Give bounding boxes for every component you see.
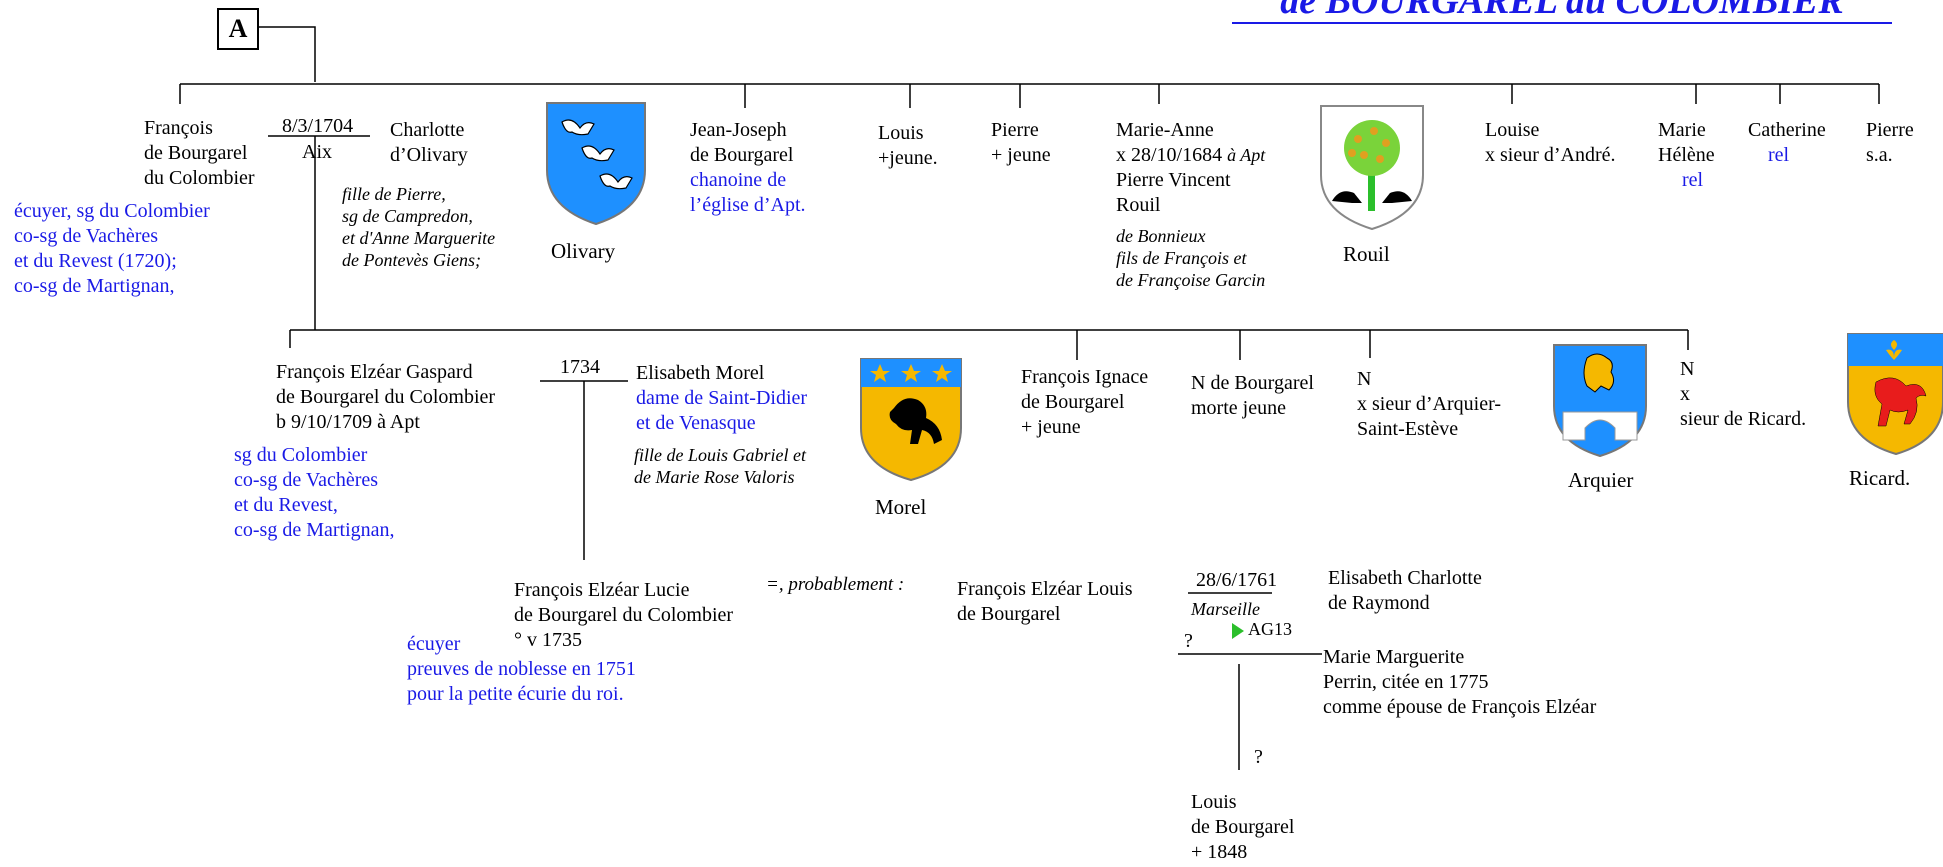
rouil-label: Rouil — [1343, 242, 1390, 266]
person-n-arquier: N x sieur d’Arquier- Saint-Estève — [1357, 368, 1501, 440]
morel-label: Morel — [875, 495, 927, 519]
person-francois-elzear-gaspard: François Elzéar Gaspard de Bourgarel du … — [276, 361, 496, 433]
person-louise: Louise x sieur d’André. — [1485, 119, 1616, 166]
morel-coat-of-arms-icon — [860, 358, 962, 482]
marriage-date-1761: 28/6/1761 — [1196, 569, 1278, 591]
marriage-place-marseille: Marseille — [1191, 599, 1260, 619]
link-ag13[interactable]: AG13 — [1232, 617, 1292, 642]
arquier-coat-of-arms-icon — [1553, 344, 1647, 458]
ricard-coat-of-arms-icon — [1847, 333, 1943, 456]
probablement-note: =, probablement : — [766, 574, 905, 595]
olivary-label: Olivary — [551, 239, 616, 263]
person-louis-1848: Louis de Bourgarel + 1848 — [1191, 791, 1295, 863]
ricard-label: Ricard. — [1849, 466, 1911, 490]
elisabeth-parents: fille de Louis Gabriel et de Marie Rose … — [634, 445, 806, 487]
person-jean-joseph: Jean-Joseph de Bourgarel chanoine de l’é… — [690, 119, 806, 216]
person-francois-elzear-louis: François Elzéar Louis de Bourgarel — [957, 578, 1133, 625]
person-n-de-bourgarel: N de Bourgarel morte jeune — [1191, 372, 1314, 419]
question-mark-child: ? — [1254, 746, 1263, 768]
section-box-label: A — [217, 8, 259, 50]
person-elisabeth-morel: Elisabeth Morel dame de Saint-Didier et … — [636, 362, 808, 434]
marie-anne-husband-parents: de Bonnieux fils de François et de Franç… — [1116, 226, 1266, 290]
olivary-coat-of-arms-icon — [546, 102, 646, 226]
person-pierre: Pierre + jeune — [991, 119, 1051, 166]
francois-elzear-lucie-titles: écuyer preuves de noblesse en 1751 pour … — [407, 633, 636, 705]
rouil-coat-of-arms-icon — [1320, 105, 1424, 231]
play-arrow-icon — [1232, 622, 1244, 639]
marriage-date-1704: 8/3/1704 — [282, 115, 354, 137]
person-francois-ignace: François Ignace de Bourgarel + jeune — [1021, 366, 1149, 438]
person-marie-marguerite: Marie Marguerite Perrin, citée en 1775 c… — [1323, 646, 1597, 718]
francois-elzear-gaspard-titles: sg du Colombier co-sg de Vachères et du … — [234, 444, 395, 541]
person-n-ricard: N x sieur de Ricard. — [1680, 358, 1807, 430]
marriage-year-1734: 1734 — [560, 356, 600, 378]
person-louis-gen1: Louis +jeune. — [878, 122, 938, 169]
person-francois-elzear-lucie: François Elzéar Lucie de Bourgarel du Co… — [514, 579, 734, 651]
person-elisabeth-charlotte: Elisabeth Charlotte de Raymond — [1328, 567, 1482, 614]
marriage-place-aix: Aix — [302, 141, 332, 163]
person-marie-anne: Marie-Anne x 28/10/1684 à Apt Pierre Vin… — [1116, 119, 1266, 216]
person-catherine: Catherine rel — [1748, 119, 1826, 166]
page-title: de BOURGAREL du COLOMBIER — [1232, 0, 1892, 24]
person-charlotte: Charlotte d’Olivary — [390, 119, 468, 166]
francois-titles: écuyer, sg du Colombier co-sg de Vachère… — [14, 200, 210, 297]
arquier-label: Arquier — [1568, 468, 1634, 492]
charlotte-parents: fille de Pierre, sg de Campredon, et d'A… — [342, 184, 496, 270]
question-mark-spouse: ? — [1184, 630, 1193, 652]
person-francois: François de Bourgarel du Colombier — [144, 117, 255, 189]
person-pierre-sa: Pierre s.a. — [1866, 119, 1914, 166]
person-marie-helene: Marie Hélène rel — [1658, 119, 1715, 191]
